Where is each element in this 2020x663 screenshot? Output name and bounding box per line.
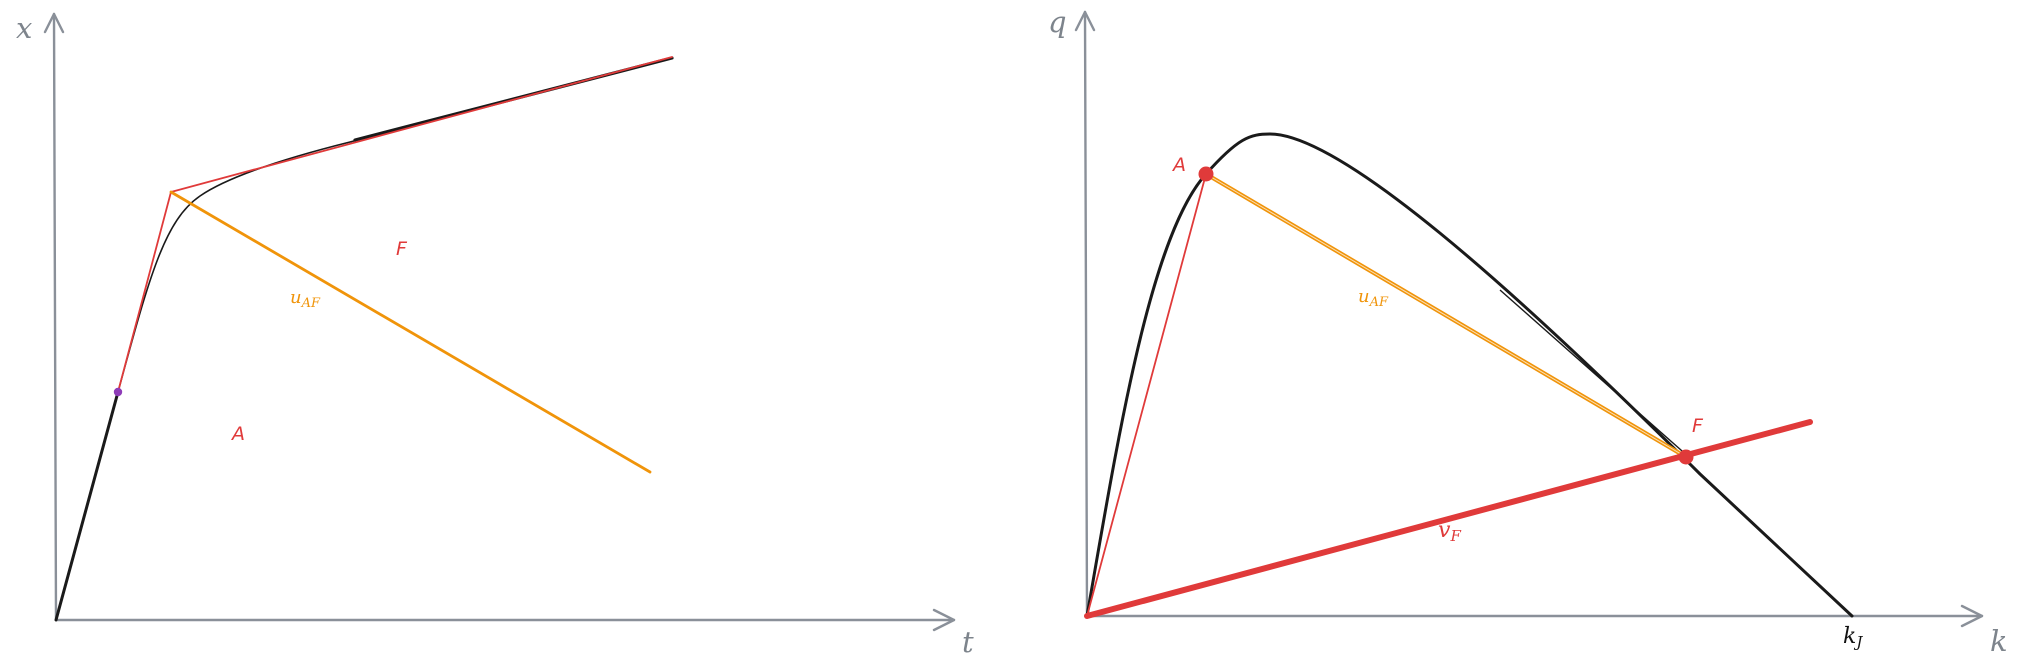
wave-speed-label-left: uAF bbox=[290, 287, 321, 311]
red-piecewise-trajectory bbox=[117, 56, 673, 393]
q-axis-arrowhead bbox=[1074, 10, 1096, 32]
flow-density-curve bbox=[1085, 132, 1854, 618]
red-chord-origin-A bbox=[1086, 173, 1207, 617]
right-panel-fundamental-diagram: q k A F uAF vF kJ bbox=[1048, 5, 2008, 658]
q-axis-label: q bbox=[1048, 5, 1067, 39]
free-speed-label: vF bbox=[1438, 518, 1461, 545]
trajectory-point bbox=[113, 387, 123, 397]
point-F-marker bbox=[1678, 449, 1694, 465]
jam-density-label: kJ bbox=[1843, 624, 1863, 651]
k-axis-label: k bbox=[1990, 624, 2008, 658]
vehicle-trajectory-curve bbox=[55, 57, 673, 621]
point-A-marker bbox=[1198, 166, 1214, 182]
region-label-A: A bbox=[230, 423, 245, 445]
x-axis-line bbox=[52, 12, 58, 622]
left-panel-xt-diagram: x t A F uAF bbox=[16, 11, 974, 659]
wave-speed-label-right: uAF bbox=[1358, 286, 1389, 310]
region-label-F: F bbox=[396, 238, 408, 260]
orange-secant-AF-highlight bbox=[1205, 173, 1687, 458]
flow-density-curve-mid bbox=[1499, 289, 1691, 459]
q-axis-line bbox=[1083, 10, 1089, 618]
point-A-label: A bbox=[1171, 154, 1186, 176]
x-axis-arrowhead bbox=[43, 12, 65, 34]
k-axis-arrowhead bbox=[1960, 604, 1984, 628]
trajectory-initial-segment bbox=[54, 390, 120, 622]
point-F-label: F bbox=[1692, 415, 1704, 437]
t-axis-arrowhead bbox=[932, 608, 956, 632]
x-axis-label: x bbox=[16, 11, 32, 45]
t-axis-label: t bbox=[962, 625, 974, 659]
shock-wave-line bbox=[169, 190, 652, 474]
